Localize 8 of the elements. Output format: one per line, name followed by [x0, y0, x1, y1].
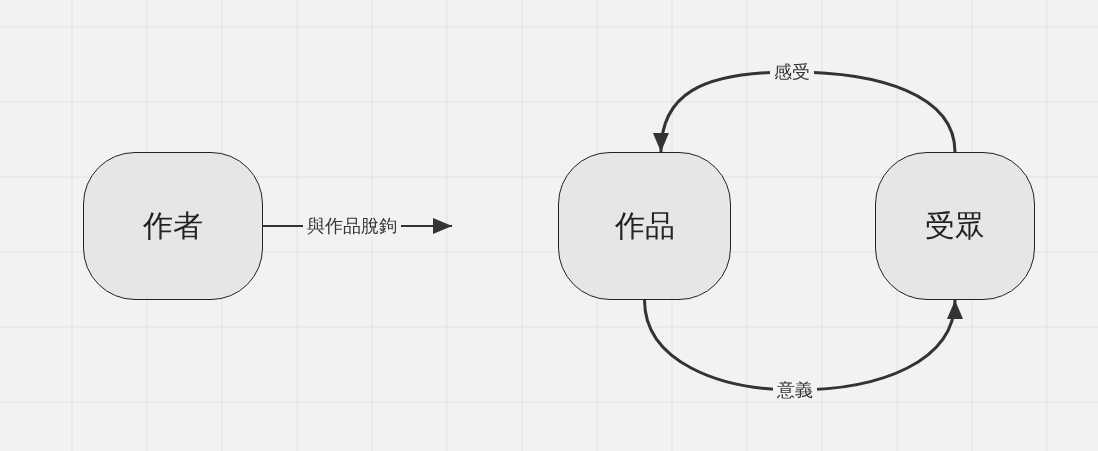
rounded-box: 受眾 — [875, 152, 1035, 300]
arrow — [643, 299, 961, 392]
rounded-box: 作品 — [558, 152, 731, 300]
arrow — [654, 70, 957, 153]
edge-label: 感受 — [770, 61, 814, 83]
rounded-box: 作者 — [83, 152, 263, 300]
edge-label: 與作品脫鉤 — [303, 215, 401, 237]
edge-label: 意義 — [773, 379, 817, 401]
